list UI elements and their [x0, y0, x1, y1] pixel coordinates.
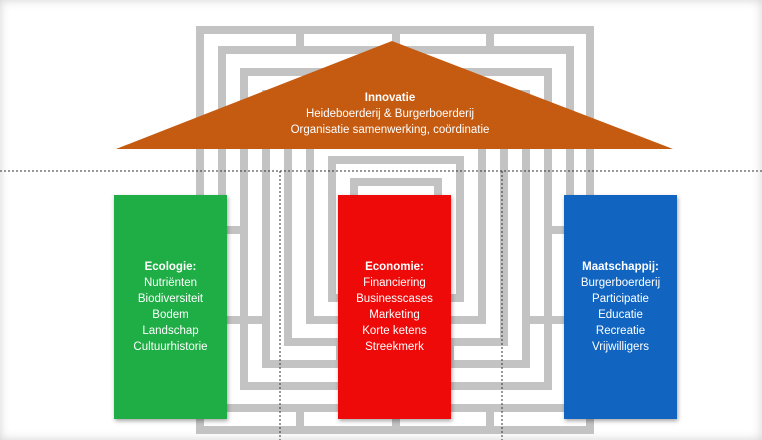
roof-line-1: Heideboerderij & Burgerboerderij: [305, 108, 475, 120]
pillar-economie: Economie: Financiering Businesscases Mar…: [338, 195, 451, 419]
pillar-ecologie-title: Ecologie:: [144, 261, 197, 273]
pillar-maatschappij-item: Participatie: [592, 293, 649, 305]
pillar-ecologie-item: Biodiversiteit: [137, 293, 204, 305]
pillar-maatschappij-item: Educatie: [598, 309, 643, 321]
pillar-maatschappij-item: Vrijwilligers: [591, 341, 650, 353]
pillar-economie-item: Korte ketens: [362, 325, 427, 337]
pillar-ecologie-item: Cultuurhistorie: [133, 341, 208, 353]
pillar-economie-item: Streekmerk: [365, 341, 424, 353]
roof-label: Innovatie Heideboerderij & Burgerboerder…: [230, 90, 550, 138]
pillar-maatschappij-item: Recreatie: [595, 325, 646, 337]
pillar-economie-title: Economie:: [365, 261, 424, 273]
roof-title: Innovatie: [364, 92, 416, 104]
pillar-maatschappij-title: Maatschappij:: [582, 261, 659, 273]
pillar-ecologie-item: Bodem: [152, 309, 189, 321]
pillar-ecologie: Ecologie: Nutriënten Biodiversiteit Bode…: [114, 195, 227, 419]
pillar-maatschappij-item: Burgerboerderij: [580, 277, 661, 289]
roof-triangle: [116, 41, 673, 149]
roof-line-2: Organisatie samenwerking, coördinatie: [290, 124, 490, 136]
pillar-economie-item: Marketing: [369, 309, 420, 321]
dotted-guide-lines: [0, 170, 762, 440]
pillar-ecologie-item: Nutriënten: [143, 277, 198, 289]
pillar-economie-item: Businesscases: [356, 293, 433, 305]
pillar-economie-item: Financiering: [363, 277, 426, 289]
pillar-maatschappij: Maatschappij: Burgerboerderij Participat…: [564, 195, 677, 419]
pillar-ecologie-item: Landschap: [142, 325, 199, 337]
